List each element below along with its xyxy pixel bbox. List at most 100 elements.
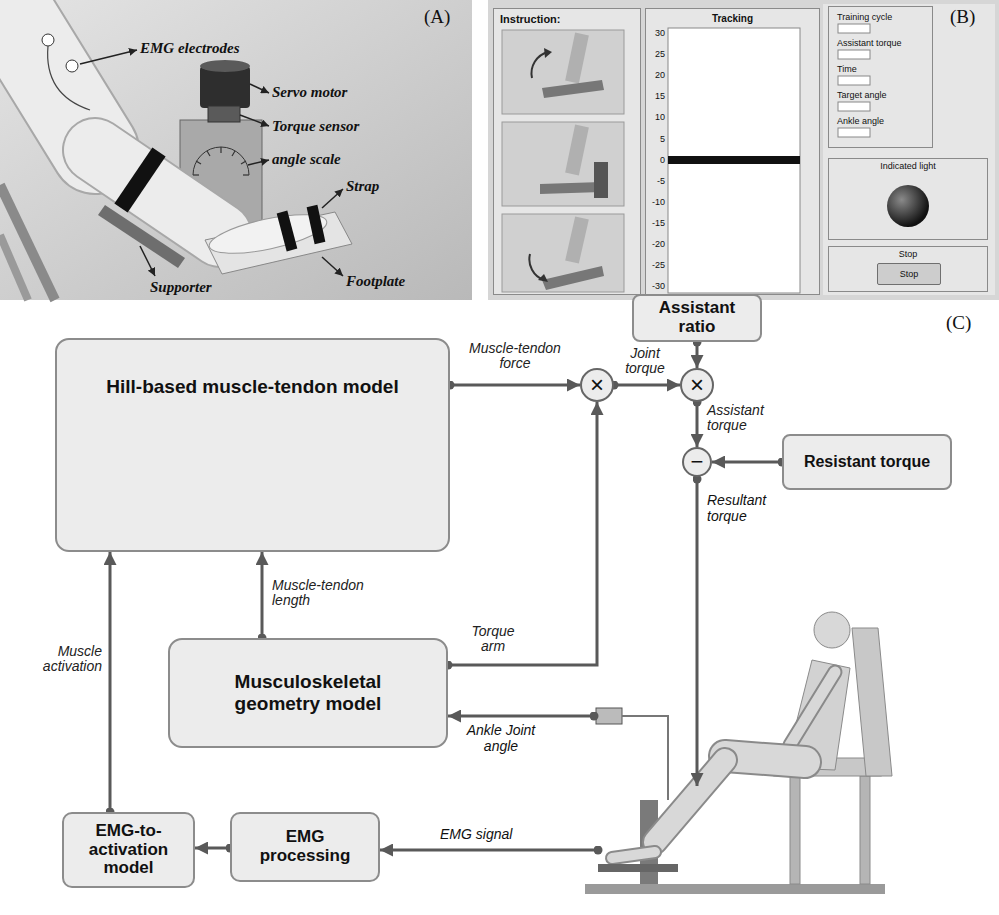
device-photo-part (282, 212, 292, 250)
device-photo-part-part (220, 147, 221, 153)
seated-subject-part (612, 852, 655, 858)
seated-subject-part (655, 760, 725, 842)
seated-subject-part (860, 776, 870, 884)
signal-label: Muscle-tendon force (455, 341, 575, 372)
device-photo-part-part (243, 174, 249, 175)
gui-screenshot-part-part (542, 266, 604, 290)
signal-label: Muscle activation (10, 644, 102, 675)
axis-tick-label: -10 (646, 196, 665, 208)
axis-tick-label: -30 (646, 280, 665, 292)
process-box: EMG processing (230, 812, 380, 882)
gui-panel: Instruction: (493, 8, 641, 295)
device-photo-part-part (240, 115, 269, 126)
signal-label: Torque arm (462, 624, 524, 655)
gui-screenshot-part (645, 8, 820, 295)
seated-subject-part (622, 716, 668, 800)
axis-tick-label: 10 (646, 111, 665, 123)
gui-screenshot (488, 0, 999, 300)
axis-tick-label: 0 (646, 154, 665, 166)
gui-screenshot-part (838, 128, 870, 137)
signal-arrow (261, 552, 264, 638)
part-label: Torque sensor (272, 118, 359, 135)
gui-screenshot-part-part (572, 34, 582, 82)
device-photo-part (206, 207, 330, 261)
axis-tick-label: 20 (646, 69, 665, 81)
gui-screenshot-part (823, 4, 995, 295)
axis-tick-label: 15 (646, 90, 665, 102)
process-box: Musculoskeletal geometry model (168, 638, 448, 748)
part-label: Supporter (150, 279, 212, 296)
part-label: Servo motor (272, 84, 347, 101)
gui-screenshot-part-part (538, 274, 548, 282)
device-photo-part (0, 235, 28, 300)
gui-screenshot-part (502, 122, 624, 206)
signal-arrow (712, 461, 782, 464)
axis-tick-label: 25 (646, 48, 665, 60)
signal-label: Joint torque (612, 346, 678, 377)
signal-arrow-part (380, 849, 598, 852)
device-photo-part-part (193, 174, 199, 175)
signal-label: EMG signal (440, 826, 512, 842)
seated-subject-part (790, 672, 835, 745)
node-text: Assistant torque (837, 38, 924, 49)
gui-screenshot-part-part (502, 214, 624, 292)
node-text: Instruction: (500, 13, 634, 26)
device-photo-part-part (207, 151, 210, 156)
panel-letter: (C) (946, 312, 971, 334)
node-text: Target angle (837, 90, 924, 101)
node-text: EMG processing (246, 828, 364, 865)
device-photo-part (121, 152, 159, 208)
device-photo-part-part (322, 257, 343, 276)
device-photo-part (42, 34, 54, 46)
gui-group-box: Indicated light (828, 158, 988, 240)
operator-symbol: × (690, 373, 704, 397)
gui-screenshot-part (838, 76, 870, 85)
device-photo-part-part (248, 160, 269, 165)
subtractor-node: − (682, 447, 712, 477)
device-photo-part (312, 206, 320, 243)
device-photo (0, 0, 472, 300)
seated-subject-part (596, 708, 622, 724)
axis-tick-label: -25 (646, 259, 665, 271)
axis-tick-label: -15 (646, 217, 665, 229)
signal-arrow-part (696, 479, 699, 786)
seated-subject-part (585, 884, 885, 894)
operator-symbol: − (691, 451, 704, 473)
device-photo-part-part (140, 246, 155, 276)
gui-screenshot-part (838, 102, 870, 111)
node-text: EMG-to-activation model (72, 822, 185, 878)
seated-subject-part (598, 864, 678, 872)
multiplier-node: × (580, 368, 614, 402)
signal-label: Ankle Joint angle (462, 722, 540, 754)
device-photo-part (48, 46, 90, 110)
gui-group-box: Training cycleAssistant torqueTimeTarget… (828, 6, 933, 148)
gui-group-box: StopStop (828, 246, 988, 292)
device-photo-part (95, 150, 220, 235)
gui-screenshot-part-part (502, 122, 624, 206)
gui-screenshot-part-part (544, 48, 552, 58)
node-text: Resistant torque (804, 453, 930, 471)
signal-arrow (195, 847, 230, 850)
node-text: Ankle angle (837, 116, 924, 127)
seated-subject-part (790, 672, 835, 745)
signal-arrow (450, 384, 580, 387)
panel-letter: (A) (424, 6, 450, 28)
node-text: Assistant ratio (642, 299, 752, 336)
process-box: Resistant torque (782, 434, 952, 490)
device-photo-part (95, 150, 220, 235)
axis-tick-label: -20 (646, 238, 665, 250)
signal-arrow (696, 402, 699, 447)
node-text: Stop (900, 269, 919, 279)
gui-screenshot-part-part (502, 30, 624, 114)
process-box: Assistant ratio (632, 294, 762, 342)
device-photo-part (208, 106, 240, 122)
part-label: Strap (346, 178, 379, 195)
part-label: Footplate (346, 273, 405, 290)
axis-tick-label: 30 (646, 27, 665, 39)
device-photo-part (200, 66, 250, 108)
node-text: Tracking (650, 13, 815, 25)
gui-screenshot-part (502, 30, 624, 114)
signal-label: Assistant torque (707, 403, 779, 434)
device-photo-part (66, 60, 78, 72)
